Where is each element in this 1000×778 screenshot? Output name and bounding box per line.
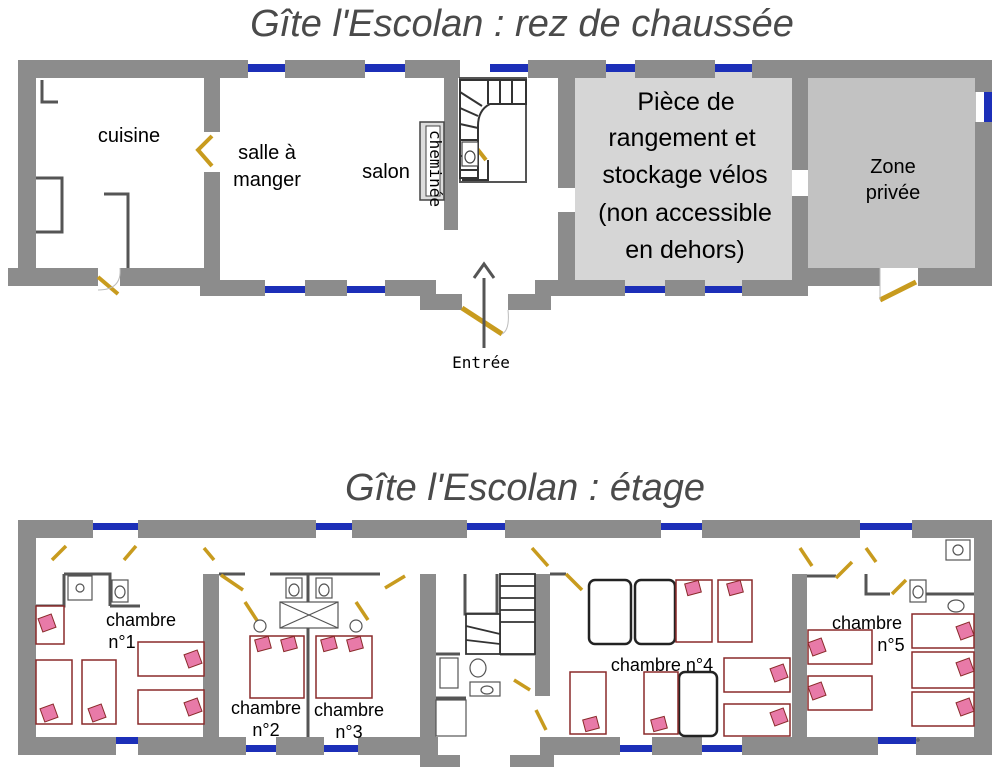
ground-floor-plan: cheminée Entrée cuisin — [8, 60, 992, 372]
upper-staircase — [465, 573, 536, 655]
label-ch3-line1: chambre — [314, 700, 384, 720]
entrance-arrow — [472, 261, 496, 348]
chambre-4-furniture — [587, 578, 719, 738]
upper-walls — [18, 520, 992, 767]
upper-floor-title: Gîte l'Escolan : étage — [345, 467, 705, 509]
label-ch5-line2: n°5 — [877, 635, 904, 655]
pillows — [37, 579, 975, 733]
label-storage-line4: (non accessible — [598, 199, 772, 227]
label-salle-line2: manger — [233, 169, 301, 191]
label-storage-line1: Pièce de — [637, 88, 734, 116]
fireplace-label: cheminée — [426, 130, 445, 207]
entrance-label: Entrée — [452, 353, 510, 372]
label-private-line2: privée — [866, 182, 920, 204]
ground-door-swings — [97, 267, 881, 335]
label-storage-line2: rangement et — [608, 124, 755, 152]
upper-floor-plan: chambre n°1 chambre n°2 chambre n°3 cham… — [18, 520, 992, 767]
ground-floor-title: Gîte l'Escolan : rez de chaussée — [250, 3, 794, 45]
label-salle-line1: salle à — [238, 142, 297, 164]
label-ch3-line2: n°3 — [335, 722, 362, 742]
upper-doors — [50, 544, 908, 731]
ground-windows — [248, 64, 992, 293]
upper-windows — [93, 523, 916, 752]
label-private-line1: Zone — [870, 156, 916, 178]
label-storage-line5: en dehors) — [625, 236, 745, 264]
label-storage-line3: stockage vélos — [602, 161, 767, 189]
label-cuisine: cuisine — [98, 125, 160, 147]
upper-sanitary — [67, 539, 971, 742]
label-salon: salon — [362, 161, 410, 183]
label-ch4: chambre n°4 — [611, 655, 713, 675]
storage-room-area — [575, 68, 792, 286]
kitchen-fixtures — [36, 80, 130, 268]
private-zone-area — [808, 78, 976, 268]
label-ch5-line1: chambre — [832, 613, 902, 633]
label-ch1-line2: n°1 — [108, 632, 135, 652]
ground-walls — [8, 60, 992, 310]
label-ch1-line1: chambre — [106, 610, 176, 630]
ground-doors — [96, 134, 918, 337]
label-ch2-line2: n°2 — [252, 720, 279, 740]
label-ch2-line1: chambre — [231, 698, 301, 718]
ground-toilet — [461, 141, 479, 167]
fireplace: cheminée — [419, 121, 445, 207]
